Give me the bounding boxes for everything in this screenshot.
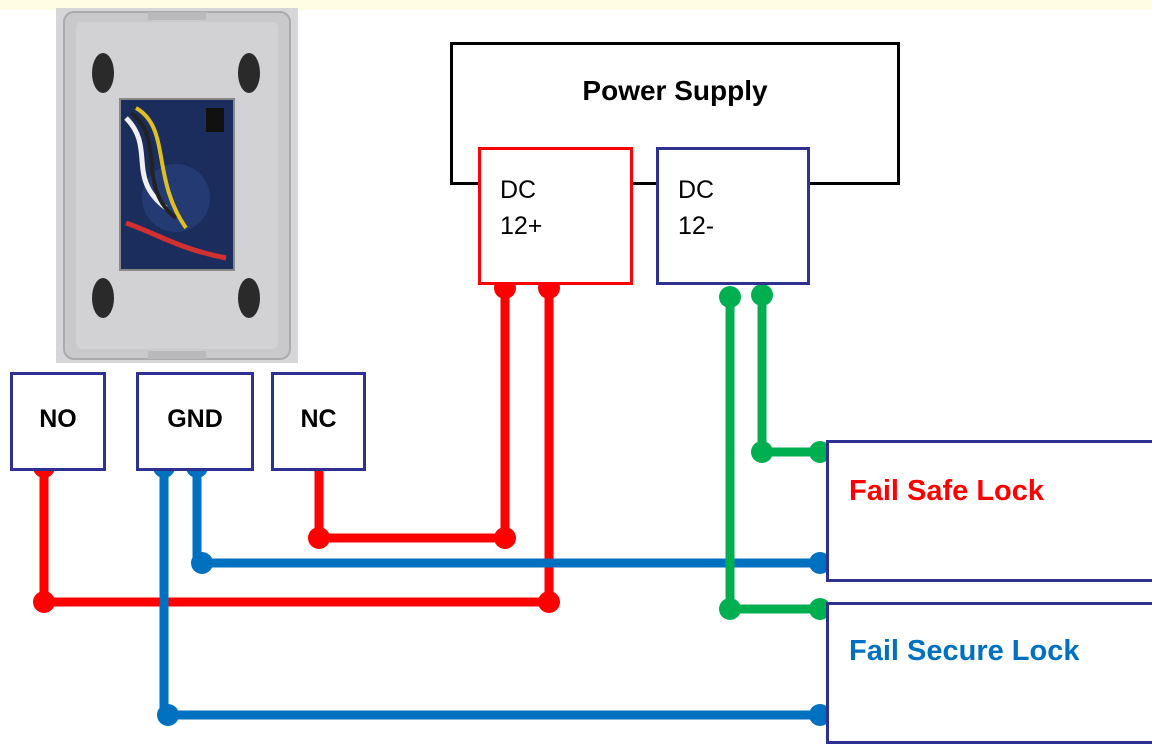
junction-dot [809, 552, 831, 574]
nc-to-dc-positive-wire [314, 288, 510, 543]
junction-dot [719, 286, 741, 308]
top-band [0, 0, 1152, 10]
dc-positive-line2: 12+ [500, 212, 543, 240]
junction-dot [809, 598, 831, 620]
junction-dot [809, 704, 831, 726]
gnd-terminal: GND [136, 372, 254, 471]
exit-button-photo [56, 8, 298, 363]
fail-safe-lock-box: Fail Safe Lock [826, 440, 1152, 582]
power-supply-title: Power Supply [582, 75, 768, 106]
junction-dot [751, 441, 773, 463]
junction-dot [538, 591, 560, 613]
dc-negative-terminal: DC 12- [656, 147, 810, 285]
dc-negative-line2: 12- [678, 212, 715, 240]
blue-wires [159, 467, 822, 720]
nc-terminal-label: NC [300, 405, 337, 433]
no-to-dc-positive-wire [39, 288, 554, 607]
junction-dot [719, 598, 741, 620]
gnd-to-fail-secure-wire [159, 467, 822, 720]
red-wires [39, 288, 554, 607]
gnd-terminal-label: GND [167, 405, 223, 433]
fail-secure-lock-box: Fail Secure Lock [826, 602, 1152, 744]
dc-negative-to-fail-safe-wire [757, 295, 820, 457]
dc-negative-line1: DC [678, 176, 715, 204]
dc-positive-terminal: DC 12+ [478, 147, 633, 285]
no-terminal: NO [10, 372, 106, 471]
fail-safe-lock-label: Fail Safe Lock [849, 475, 1045, 507]
nc-terminal: NC [271, 372, 366, 471]
no-terminal-label: NO [39, 405, 77, 433]
junction-dot [191, 552, 213, 574]
green-junctions [719, 284, 831, 620]
junction-dot [809, 441, 831, 463]
junction-dot [157, 704, 179, 726]
fail-secure-lock-label: Fail Secure Lock [849, 635, 1080, 667]
dc-positive-line1: DC [500, 176, 537, 204]
junction-dot [751, 284, 773, 306]
junction-dot [308, 527, 330, 549]
junction-dot [494, 527, 516, 549]
junction-dot [33, 591, 55, 613]
